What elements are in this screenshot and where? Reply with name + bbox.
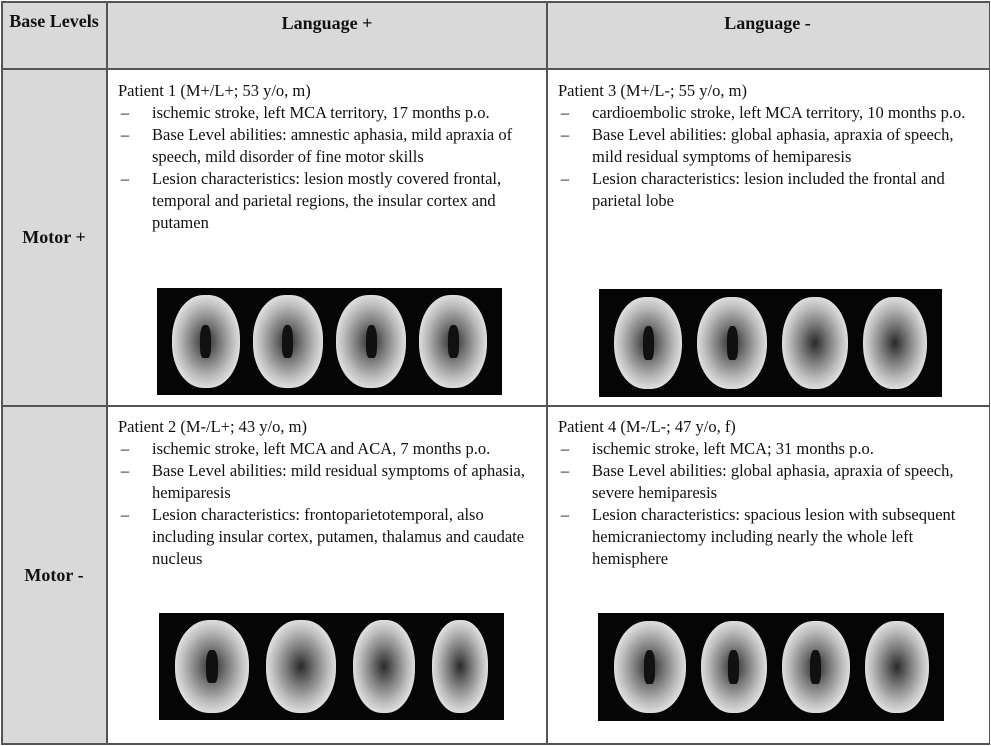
dash-bullet: –: [560, 125, 570, 144]
list-item-text: Base Level abilities: global aphasia, ap…: [592, 461, 954, 502]
border-left: [1, 1, 3, 745]
list-item: – ischemic stroke, left MCA and ACA, 7 mo…: [118, 438, 538, 460]
list-item-text: Lesion characteristics: frontoparietotem…: [152, 505, 525, 568]
list-item: – cardioembolic stroke, left MCA territor…: [558, 102, 978, 124]
border-right: [988, 1, 990, 745]
header-row: [2, 2, 989, 69]
dash-bullet: –: [120, 125, 130, 144]
dash-bullet: –: [120, 103, 130, 122]
mri-slice-image: [431, 620, 488, 713]
corner-header: Base Levels: [9, 11, 99, 31]
list-item-text: Lesion characteristics: lesion mostly co…: [152, 169, 502, 232]
list-item-text: Base Level abilities: amnestic aphasia, …: [152, 125, 513, 166]
border-top: [1, 1, 990, 3]
column-header-language-plus: Language +: [281, 13, 373, 33]
patient-2-cell: Patient 2 (M-/L+; 43 y/o, m) – ischemic s…: [118, 416, 538, 570]
list-item: – Lesion characteristics: frontoparietote…: [118, 504, 538, 570]
mri-slice-image: [171, 295, 240, 388]
list-item-text: Lesion characteristics: spacious lesion …: [592, 505, 956, 568]
dash-bullet: –: [560, 103, 570, 122]
list-item: – Lesion characteristics: spacious lesion…: [558, 504, 978, 570]
row-header-motor-plus: Motor +: [22, 226, 86, 247]
mri-slice-image: [700, 620, 767, 714]
list-item: – ischemic stroke, left MCA; 31 months p.…: [558, 438, 978, 460]
patient-3-mri-strip: [599, 289, 942, 397]
patient-3-cell: Patient 3 (M+/L-; 55 y/o, m) – cardioembo…: [558, 80, 978, 212]
mri-slice-image: [252, 295, 323, 388]
dash-bullet: –: [560, 461, 570, 480]
patient-1-title: Patient 1 (M+/L+; 53 y/o, m): [118, 81, 311, 100]
list-item: – Lesion characteristics: lesion mostly c…: [118, 168, 536, 234]
patient-3-title: Patient 3 (M+/L-; 55 y/o, m): [558, 81, 747, 100]
list-item: – ischemic stroke, left MCA territory, 17…: [118, 102, 536, 124]
list-item: – Base Level abilities: mild residual sym…: [118, 460, 538, 504]
list-item-text: Base Level abilities: mild residual symp…: [152, 461, 526, 502]
column-divider-1: [106, 1, 108, 745]
list-item: – Base Level abilities: global aphasia, a…: [558, 124, 978, 168]
list-item-text: cardioembolic stroke, left MCA territory…: [592, 103, 966, 122]
patient-2-title: Patient 2 (M-/L+; 43 y/o, m): [118, 417, 307, 436]
patient-1-mri-strip: [157, 288, 502, 395]
mri-slice-image: [266, 620, 337, 713]
list-item-text: Base Level abilities: global aphasia, ap…: [592, 125, 954, 166]
list-item: – Lesion characteristics: lesion included…: [558, 168, 978, 212]
mri-slice-image: [613, 620, 686, 714]
dash-bullet: –: [120, 505, 130, 524]
list-item-text: ischemic stroke, left MCA and ACA, 7 mon…: [152, 439, 491, 458]
header-divider: [1, 68, 990, 70]
dash-bullet: –: [120, 439, 130, 458]
mri-slice-image: [781, 296, 848, 390]
list-item: – Base Level abilities: global aphasia, a…: [558, 460, 978, 504]
row-divider: [1, 405, 990, 407]
patient-2-mri-strip: [159, 613, 504, 720]
list-item-text: ischemic stroke, left MCA; 31 months p.o…: [592, 439, 874, 458]
dash-bullet: –: [560, 169, 570, 188]
list-item-text: ischemic stroke, left MCA territory, 17 …: [152, 103, 490, 122]
dash-bullet: –: [120, 169, 130, 188]
row-header-column: [2, 69, 106, 744]
patient-4-title: Patient 4 (M-/L-; 47 y/o, f): [558, 417, 736, 436]
mri-slice-image: [781, 620, 850, 714]
list-item-text: Lesion characteristics: lesion included …: [592, 169, 945, 210]
mri-slice-image: [862, 296, 927, 390]
dash-bullet: –: [120, 461, 130, 480]
mri-slice-image: [175, 620, 250, 713]
patient-4-mri-strip: [598, 613, 944, 721]
column-header-language-minus: Language -: [724, 13, 811, 33]
patient-4-cell: Patient 4 (M-/L-; 47 y/o, f) – ischemic s…: [558, 416, 978, 570]
dash-bullet: –: [560, 505, 570, 524]
column-divider-2: [546, 1, 548, 745]
mri-slice-image: [352, 620, 415, 713]
border-bottom: [1, 743, 990, 745]
list-item: – Base Level abilities: amnestic aphasia,…: [118, 124, 536, 168]
mri-slice-image: [419, 295, 488, 388]
mri-slice-image: [336, 295, 407, 388]
mri-slice-image: [614, 296, 683, 390]
dash-bullet: –: [560, 439, 570, 458]
mri-slice-image: [864, 620, 929, 714]
row-header-motor-minus: Motor -: [24, 564, 84, 585]
mri-slice-image: [697, 296, 768, 390]
patient-1-cell: Patient 1 (M+/L+; 53 y/o, m) – ischemic s…: [118, 80, 536, 234]
